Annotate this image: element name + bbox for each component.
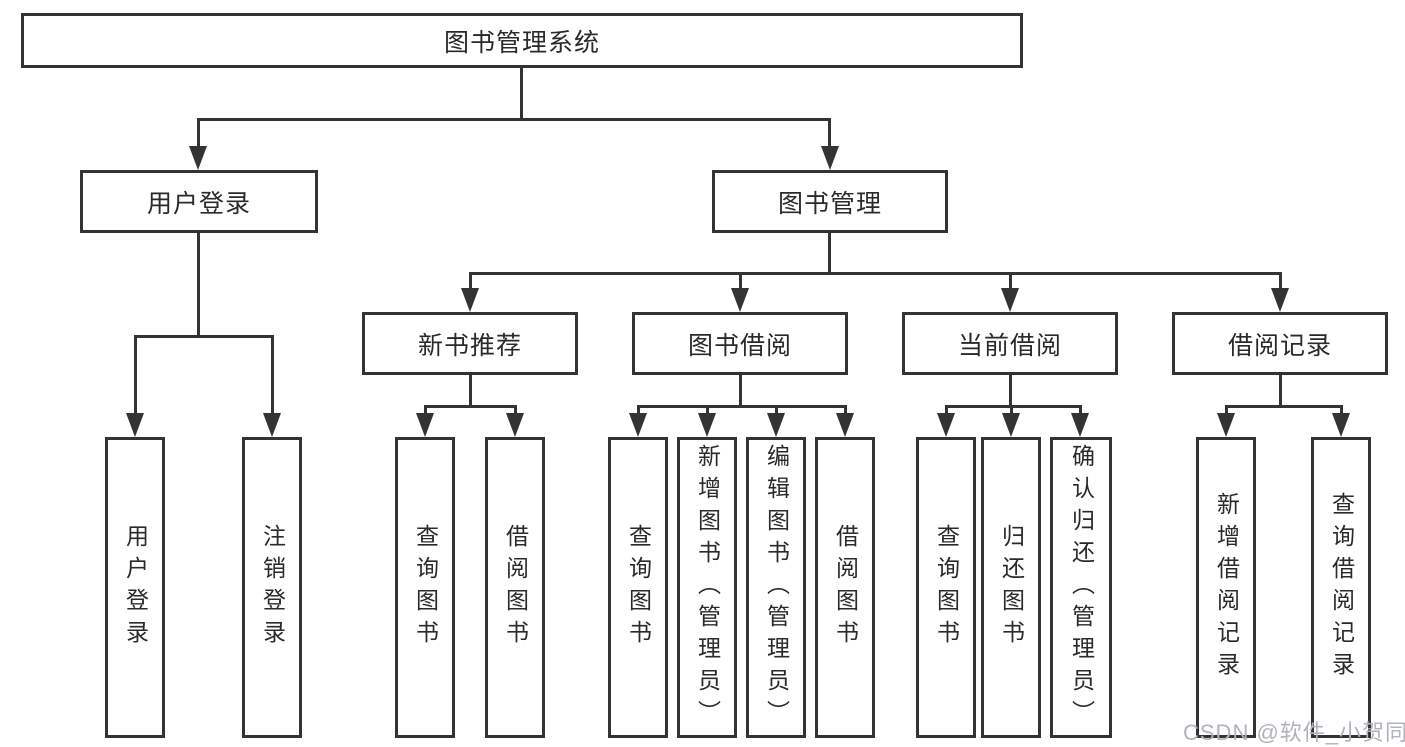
arrowhead-down — [1332, 413, 1350, 437]
leaf-label: 借阅图书 — [832, 523, 859, 652]
connector-line — [739, 272, 742, 290]
leaf-label: 查询借阅记录 — [1328, 491, 1355, 684]
node-root: 图书管理系统 — [21, 13, 1023, 68]
arrowhead-down — [1001, 288, 1019, 312]
node-borrow-records: 借阅记录 — [1172, 312, 1388, 375]
connector-line — [197, 233, 200, 335]
connector-line — [469, 272, 1282, 275]
connector-line — [945, 405, 948, 415]
node-current-borrow: 当前借阅 — [902, 312, 1118, 375]
connector-line — [520, 68, 523, 118]
connector-line — [775, 405, 778, 415]
leaf-label: 归还图书 — [998, 523, 1025, 652]
connector-line — [134, 335, 137, 415]
leaf-label: 查询图书 — [933, 523, 960, 652]
connector-line — [1225, 405, 1343, 408]
connector-line — [1079, 405, 1082, 415]
connector-line — [271, 335, 274, 415]
node-book-borrow: 图书借阅 — [632, 312, 848, 375]
connector-line — [739, 375, 742, 405]
connector-line — [197, 118, 831, 121]
leaf-user-login: 用户登录 — [105, 437, 165, 738]
arrowhead-down — [731, 288, 749, 312]
leaf-return-book: 归还图书 — [981, 437, 1041, 738]
node-label: 图书借阅 — [687, 331, 792, 360]
arrowhead-down — [821, 146, 839, 170]
connector-line — [1279, 272, 1282, 290]
connector-line — [706, 405, 709, 415]
leaf-label: 查询图书 — [625, 523, 652, 652]
node-label: 新书推荐 — [417, 331, 522, 360]
node-label: 图书管理系统 — [443, 28, 600, 57]
leaf-label: 编辑图书（管理员） — [763, 443, 790, 732]
connector-line — [197, 118, 200, 146]
arrowhead-down — [506, 413, 524, 437]
node-label: 当前借阅 — [957, 331, 1062, 360]
leaf-query-borrow-record: 查询借阅记录 — [1311, 437, 1371, 738]
arrowhead-down — [189, 146, 207, 170]
arrowhead-down — [836, 413, 854, 437]
connector-line — [469, 375, 472, 405]
leaf-label: 新增图书（管理员） — [694, 443, 721, 732]
connector-line — [637, 405, 847, 408]
leaf-query-books: 查询图书 — [916, 437, 976, 738]
node-label: 图书管理 — [777, 189, 882, 218]
leaf-label: 借阅图书 — [502, 523, 529, 652]
connector-line — [424, 405, 427, 415]
arrowhead-down — [461, 288, 479, 312]
connector-line — [1009, 272, 1012, 290]
connector-line — [469, 272, 472, 290]
connector-line — [945, 405, 1082, 408]
connector-line — [1010, 405, 1013, 415]
arrowhead-down — [937, 413, 955, 437]
leaf-label: 用户登录 — [122, 523, 149, 652]
leaf-confirm-return-admin: 确认归还（管理员） — [1050, 437, 1112, 738]
leaf-edit-book-admin: 编辑图书（管理员） — [746, 437, 806, 738]
node-book-management: 图书管理 — [712, 170, 948, 233]
arrowhead-down — [1071, 413, 1089, 437]
node-label: 用户登录 — [146, 189, 251, 218]
connector-line — [828, 118, 831, 146]
connector-line — [424, 405, 517, 408]
connector-line — [637, 405, 640, 415]
connector-line — [514, 405, 517, 415]
arrowhead-down — [416, 413, 434, 437]
arrowhead-down — [698, 413, 716, 437]
node-label: 借阅记录 — [1227, 331, 1332, 360]
connector-line — [828, 233, 831, 272]
connector-line — [1340, 405, 1343, 415]
connector-line — [1009, 375, 1012, 405]
arrowhead-down — [126, 413, 144, 437]
connector-line — [844, 405, 847, 415]
leaf-logout: 注销登录 — [242, 437, 302, 738]
leaf-add-book-admin: 新增图书（管理员） — [677, 437, 737, 738]
csdn-watermark: CSDN @软件_小贺同学 — [1183, 720, 1405, 745]
node-user-login: 用户登录 — [80, 170, 318, 233]
leaf-borrow-books: 借阅图书 — [485, 437, 545, 738]
leaf-query-books: 查询图书 — [395, 437, 455, 738]
leaf-label: 新增借阅记录 — [1213, 491, 1240, 684]
leaf-borrow-books: 借阅图书 — [815, 437, 875, 738]
arrowhead-down — [263, 413, 281, 437]
node-new-book-recommend: 新书推荐 — [362, 312, 578, 375]
connector-line — [134, 335, 274, 338]
arrowhead-down — [1002, 413, 1020, 437]
leaf-query-books: 查询图书 — [608, 437, 668, 738]
connector-line — [1225, 405, 1228, 415]
arrowhead-down — [1217, 413, 1235, 437]
arrowhead-down — [767, 413, 785, 437]
connector-line — [1279, 375, 1282, 405]
leaf-label: 查询图书 — [412, 523, 439, 652]
leaf-label: 确认归还（管理员） — [1068, 443, 1095, 732]
leaf-label: 注销登录 — [259, 523, 286, 652]
leaf-add-borrow-record: 新增借阅记录 — [1196, 437, 1256, 738]
arrowhead-down — [1271, 288, 1289, 312]
arrowhead-down — [629, 413, 647, 437]
